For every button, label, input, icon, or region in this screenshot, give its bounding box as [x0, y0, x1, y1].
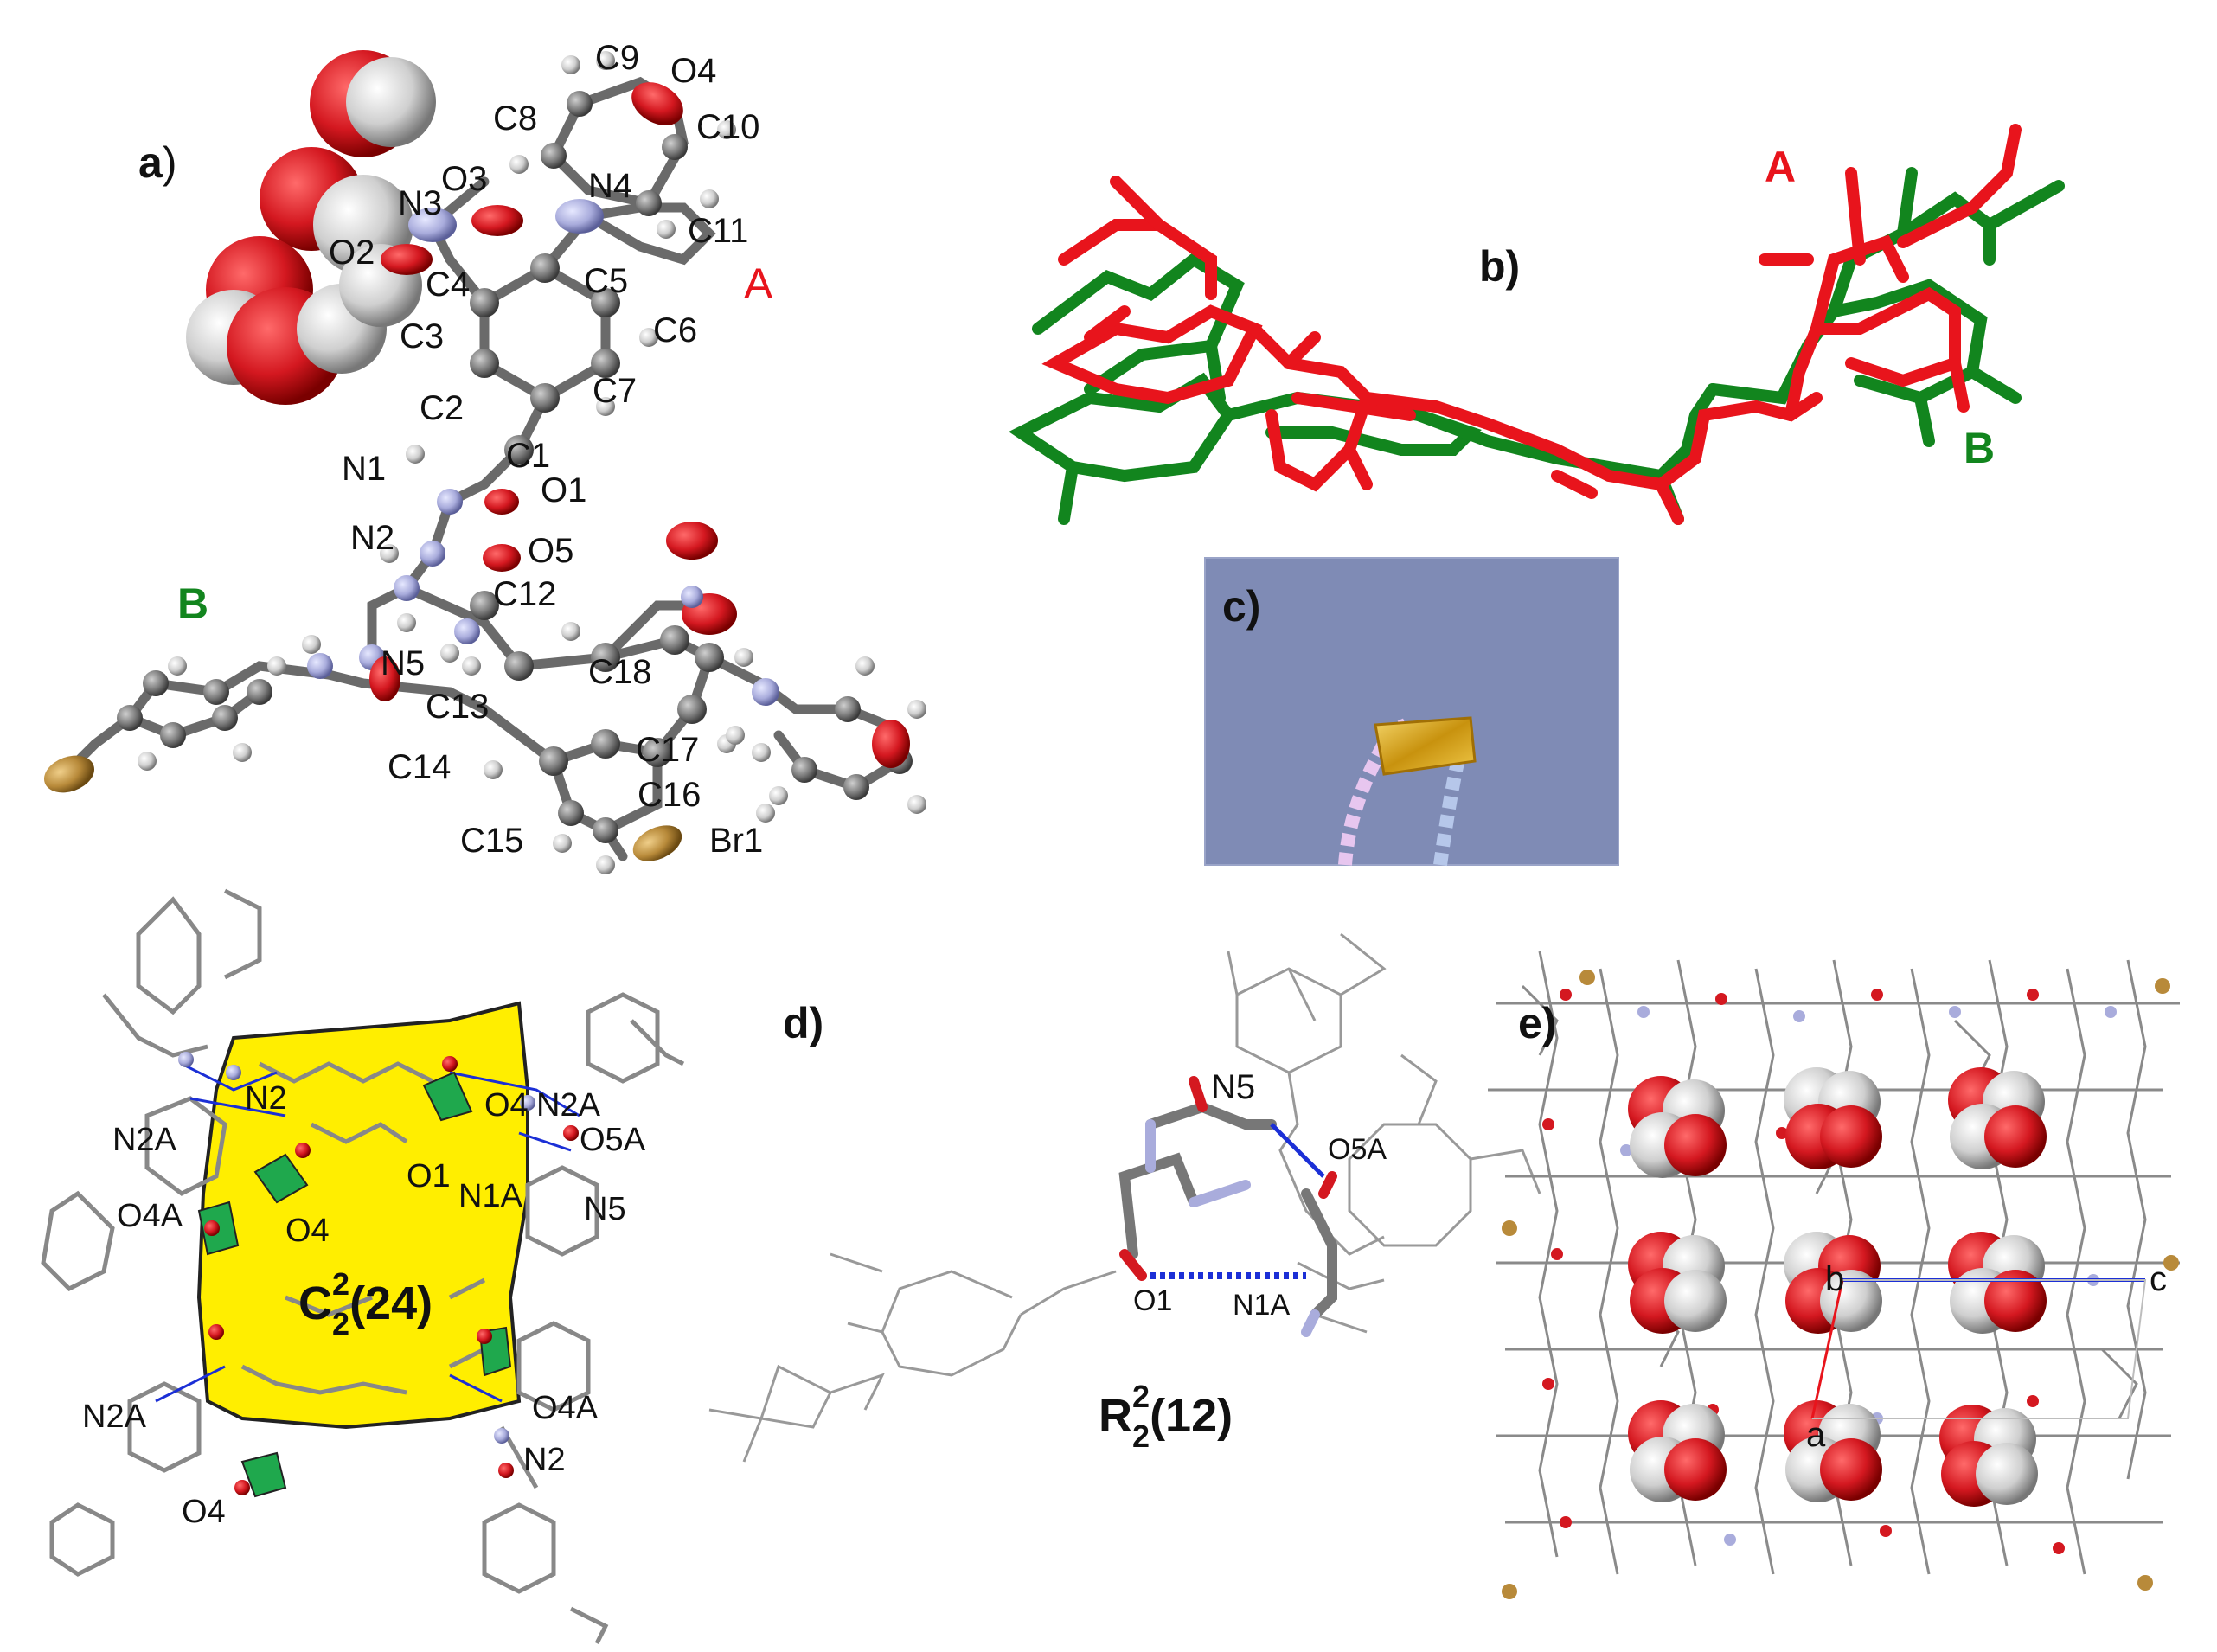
panel-c-photo: c): [1204, 557, 1619, 867]
ring-fill: [196, 1001, 529, 1430]
plane-markers: [197, 1071, 512, 1498]
svg-text:C9: C9: [595, 39, 639, 77]
solvent-spacefill-a: [186, 50, 436, 405]
svg-text:N1A: N1A: [458, 1178, 523, 1214]
overlay-molecule-b: [1009, 167, 2065, 525]
thin-wireframe-d: [708, 932, 1541, 1463]
svg-text:O5: O5: [528, 532, 573, 570]
hbond-lines: [155, 1062, 580, 1403]
panel-d-tag: d): [783, 999, 823, 1047]
hbond-n5-o5a: [1270, 1123, 1325, 1178]
axis-b-label: b: [1825, 1260, 1844, 1298]
svg-text:C5: C5: [584, 262, 628, 300]
svg-text:N5: N5: [1211, 1068, 1255, 1106]
svg-text:O5A: O5A: [1328, 1133, 1387, 1166]
atoms-chain: [178, 1052, 579, 1495]
svg-text:O3: O3: [441, 160, 487, 198]
molecule-b-label: B: [177, 579, 208, 628]
panel-e: b c a e): [1488, 951, 2180, 1599]
svg-text:C13: C13: [426, 688, 489, 726]
svg-text:C2: C2: [420, 389, 464, 427]
svg-text:C17: C17: [636, 731, 699, 769]
svg-text:N2: N2: [350, 519, 394, 557]
svg-text:C11: C11: [688, 212, 748, 250]
atom-labels-a: C9 O4 C8 C10 O3 N4 N3 C11 O2 C4 C5 C6 C3…: [329, 39, 763, 860]
svg-text:C18: C18: [588, 653, 651, 691]
atom-labels-chain: N2 O4 N2A N2A O5A O1 N1A O4A O4 N5 N2A O…: [82, 1080, 646, 1530]
svg-text:N5: N5: [381, 644, 425, 682]
svg-text:C8: C8: [493, 99, 537, 138]
svg-text:C3: C3: [400, 317, 444, 355]
panel-chain-motif: N2 O4 N2A N2A O5A O1 N1A O4A O4 N5 N2A O…: [41, 888, 685, 1645]
svg-text:C6: C6: [653, 311, 697, 349]
crystal-sample: [1374, 716, 1477, 776]
unit-cell-outline: [1812, 1279, 2147, 1419]
svg-text:O1: O1: [407, 1158, 451, 1194]
svg-text:O2: O2: [329, 234, 375, 272]
panel-e-tag: e): [1518, 999, 1556, 1047]
panel-b-tag: b): [1479, 242, 1520, 291]
overlay-label-a: A: [1765, 143, 1796, 191]
svg-text:C16: C16: [638, 776, 701, 814]
svg-text:O4: O4: [484, 1087, 529, 1124]
overlay-label-b: B: [1964, 424, 1995, 472]
wireframe-network: [41, 888, 685, 1645]
svg-text:N5: N5: [584, 1191, 626, 1227]
hydrogens: [138, 51, 926, 874]
svg-text:C7: C7: [593, 372, 637, 410]
svg-text:N2A: N2A: [112, 1122, 177, 1158]
svg-text:N2: N2: [523, 1442, 566, 1478]
svg-text:O4A: O4A: [532, 1390, 599, 1426]
svg-text:N2: N2: [245, 1080, 287, 1117]
svg-text:O4: O4: [182, 1494, 226, 1530]
svg-text:O1: O1: [1133, 1284, 1172, 1317]
highlight-d: [1118, 1076, 1337, 1337]
svg-text:N4: N4: [588, 167, 632, 205]
molecule-a-bonds: [64, 76, 906, 861]
molecule-a-label: A: [744, 259, 773, 308]
svg-text:C10: C10: [696, 108, 759, 146]
svg-text:N1: N1: [342, 450, 386, 488]
svg-text:N2A: N2A: [536, 1087, 601, 1124]
svg-text:C15: C15: [460, 822, 523, 860]
svg-text:C1: C1: [506, 437, 550, 475]
overlay-molecule-a: [1041, 124, 2022, 525]
svg-text:Br1: Br1: [709, 822, 763, 860]
axis-a-line: [1810, 1279, 1844, 1419]
axis-c-label: c: [2150, 1260, 2167, 1298]
svg-text:O4: O4: [670, 52, 716, 90]
svg-text:N3: N3: [398, 184, 442, 222]
svg-text:O1: O1: [541, 471, 586, 509]
panel-c-tag: c): [1222, 582, 1260, 631]
molecule-atoms: [43, 82, 913, 861]
svg-text:C14: C14: [388, 748, 451, 786]
svg-text:N2A: N2A: [82, 1399, 147, 1435]
svg-text:C4: C4: [426, 266, 470, 304]
svg-text:O5A: O5A: [580, 1122, 646, 1158]
svg-text:C12: C12: [493, 575, 556, 613]
svg-text:O4A: O4A: [117, 1198, 183, 1234]
panel-b: b) A B: [1009, 124, 2065, 525]
atom-labels-d: N5 O5A O1 N1A: [1133, 1068, 1387, 1322]
panel-a: a) A B C9 O4 C8 C10 O3 N4 N3 C11 O2 C4 C…: [43, 39, 926, 874]
axis-a-label: a: [1806, 1416, 1826, 1454]
svg-text:O4: O4: [285, 1213, 330, 1249]
svg-text:N1A: N1A: [1233, 1289, 1290, 1322]
panel-a-tag: a): [138, 138, 176, 187]
